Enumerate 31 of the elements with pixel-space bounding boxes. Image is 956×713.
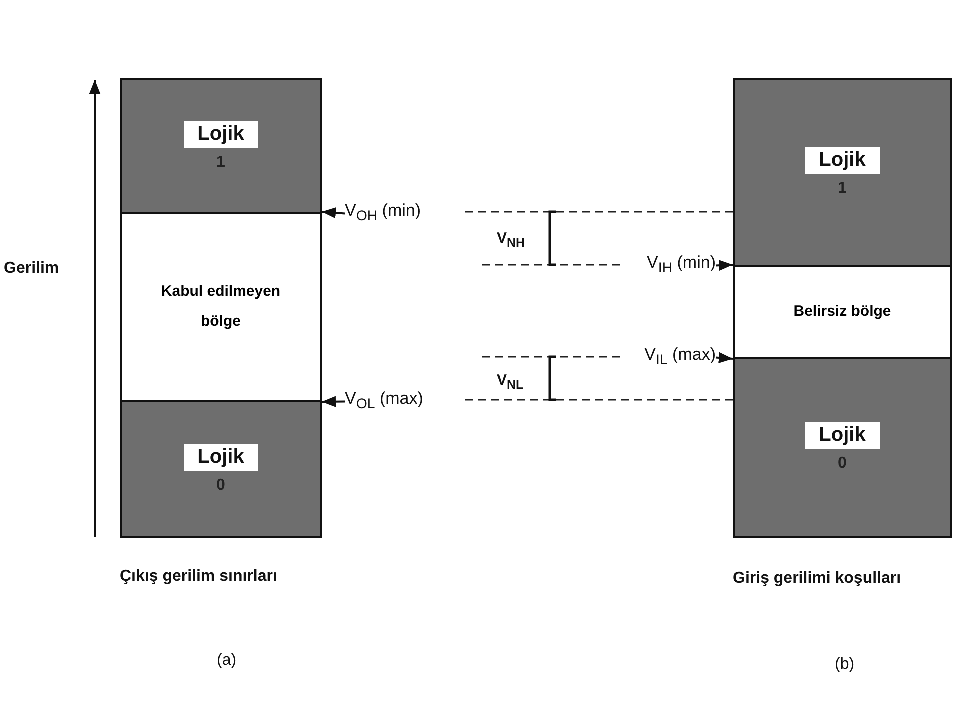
region-label: Kabul edilmeyen bölge <box>160 282 282 332</box>
logic-label: Lojik <box>184 120 258 148</box>
logic-value: 1 <box>838 180 847 198</box>
voltage-level-label: V$_{IH}$ (min) <box>647 252 716 280</box>
region-label: Belirsiz bölge <box>794 302 892 322</box>
logic-low-region <box>120 400 322 538</box>
axis-label: Gerilim <box>4 260 60 278</box>
logic-value: 1 <box>216 154 226 172</box>
noise-margin-label: V$_{NL}$ <box>497 372 524 392</box>
figure-label: (a) <box>217 652 237 670</box>
voltage-level-label: V$_{OL}$ (max) <box>345 388 424 416</box>
logic-value: 0 <box>216 476 226 494</box>
logic-label: Lojik <box>805 422 880 449</box>
arrow <box>716 352 734 364</box>
logic-high-region <box>733 78 952 267</box>
forbidden-region <box>120 212 322 402</box>
caption: Çıkış gerilim sınırları <box>120 568 278 586</box>
undefined-region <box>733 265 952 359</box>
arrow <box>322 396 346 408</box>
logic-low-region <box>733 357 952 538</box>
logic-label: Lojik <box>805 147 880 174</box>
arrow <box>322 207 346 219</box>
figure-label: (b) <box>835 656 855 674</box>
logic-high-region <box>120 78 322 214</box>
arrow <box>716 260 734 272</box>
voltage-level-label: V$_{OH}$ (min) <box>345 200 422 228</box>
logic-label: Lojik <box>184 444 258 470</box>
caption: Giriş gerilimi koşulları <box>733 570 902 588</box>
voltage-level-label: V$_{IL}$ (max) <box>644 344 716 372</box>
noise-margin-label: V$_{NH}$ <box>497 230 526 250</box>
logic-value: 0 <box>838 455 847 473</box>
